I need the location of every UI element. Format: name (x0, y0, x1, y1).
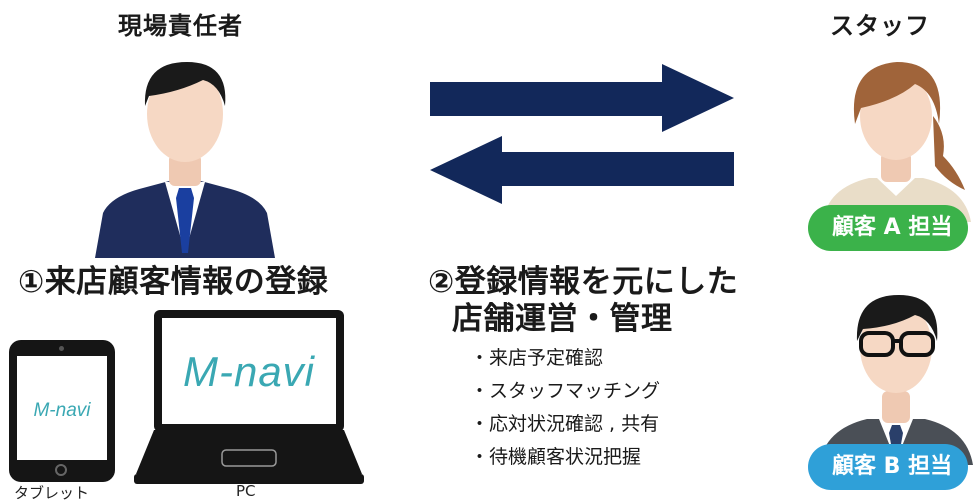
manager-title: 現場責任者 (118, 12, 243, 40)
tablet-screen: M-navi (17, 356, 107, 460)
right-arrow-icon (430, 64, 734, 132)
home-button-icon (55, 464, 67, 476)
list-item: ・来店予定確認 (470, 347, 604, 369)
left-arrow-icon (430, 136, 734, 204)
pc-label: PC (236, 482, 256, 500)
laptop-device: M-navi (154, 310, 344, 432)
manager-avatar (95, 62, 275, 258)
tablet-device: M-navi (9, 340, 115, 482)
staff-a-badge: 顧客 A 担当 (808, 205, 969, 251)
laptop-keyboard-base (134, 430, 364, 484)
staff-b-badge-label: 顧客 B 担当 (832, 454, 953, 479)
tablet-label: タブレット (14, 484, 90, 502)
list-item: ・スタッフマッチング (470, 380, 661, 402)
pc-brand-logo: M-navi (182, 348, 316, 395)
trackpad-icon (221, 449, 277, 467)
list-item: ・待機顧客状況把握 (470, 446, 642, 468)
laptop-screen: M-navi (162, 318, 336, 424)
list-item: ・応対状況確認 , 共有 (470, 413, 660, 435)
step2-bullet-list: ・来店予定確認 ・スタッフマッチング ・応対状況確認 , 共有 ・待機顧客状況把… (470, 342, 660, 474)
step2-title-line2: 店舗運営・管理 (452, 301, 673, 337)
staff-a-badge-label: 顧客 A 担当 (832, 215, 953, 240)
step1-title: ①来店顧客情報の登録 (18, 264, 329, 300)
tablet-brand-logo: M-navi (33, 400, 91, 421)
staff-a-avatar (823, 62, 971, 222)
camera-icon (59, 346, 64, 351)
staff-b-avatar (819, 295, 973, 465)
step2-title-line1: ②登録情報を元にした (428, 264, 739, 300)
exchange-arrows (430, 64, 734, 204)
staff-b-badge: 顧客 B 担当 (808, 444, 969, 490)
staff-title: スタッフ (830, 12, 930, 40)
